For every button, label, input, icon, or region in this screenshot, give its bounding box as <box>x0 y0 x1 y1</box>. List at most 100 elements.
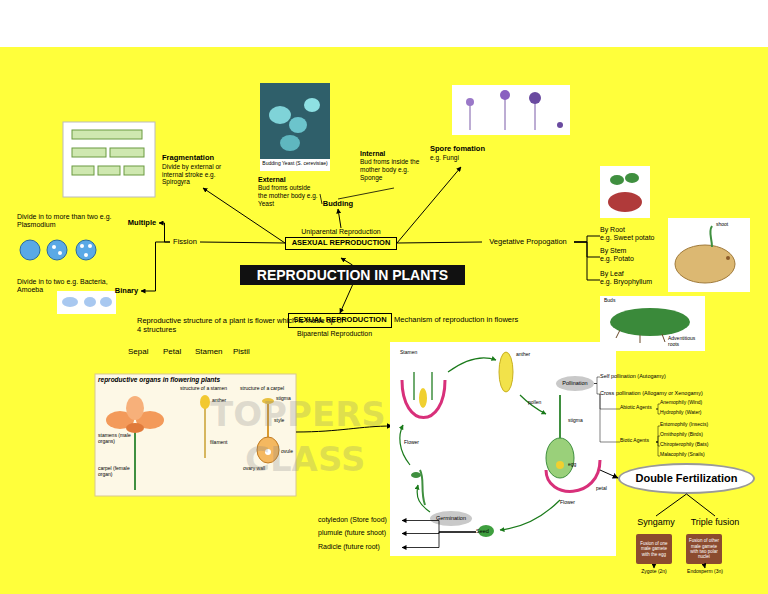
top-band <box>0 0 768 47</box>
node-heading: cotyledon (Store food) <box>318 516 402 524</box>
branch-note: By Roote.g. Sweet potato <box>600 226 675 246</box>
branch-note: FragmentationDivide by external or inter… <box>162 154 244 188</box>
nucleus <box>84 253 88 257</box>
node-heading: By Root <box>600 226 675 234</box>
branch-label: Zygote (2n) <box>630 568 678 576</box>
sporangium <box>500 90 510 100</box>
flower-cup <box>402 380 445 418</box>
egg-cell <box>556 461 564 469</box>
annotation: stigma <box>568 418 593 424</box>
annotation: Flower <box>404 440 434 446</box>
branch-label: Endosperm (3n) <box>680 568 730 576</box>
process-box: Uniparental ReproductionASEXUAL REPRODUC… <box>285 228 397 258</box>
binary-fission-cell <box>62 297 78 307</box>
annotation: shoot <box>716 222 741 228</box>
node-heading: Malacophily (Snails) <box>660 452 745 458</box>
annotation: Sepal <box>128 347 158 356</box>
pistil <box>419 388 427 408</box>
branch-note: InternalBud froms inside the mother body… <box>360 150 428 188</box>
multiple-fission-cell <box>20 240 40 260</box>
list-item: Anemophily (Wind) <box>660 400 740 408</box>
node-heading: Triple fusion <box>691 517 740 528</box>
sepal <box>126 423 144 433</box>
binary-fission-cell <box>84 297 96 307</box>
node-heading: Budding <box>323 200 353 209</box>
annotation: Petal <box>163 347 193 356</box>
annotation: Stamen <box>400 350 430 356</box>
list-item: Seed <box>476 528 498 536</box>
connector <box>200 242 285 243</box>
image-frame <box>63 122 155 197</box>
annotation: structure of a carpel <box>240 386 296 392</box>
connector <box>600 394 620 442</box>
branch-label: Triple fusion <box>682 516 748 528</box>
multiple-fission-cell <box>47 240 67 260</box>
connector <box>656 442 660 446</box>
stamen <box>413 372 415 400</box>
annotation: Divide in to two e.g. Bacteria, Amoeba <box>17 278 115 295</box>
node-heading: Fusion of one male gamete with the egg <box>637 541 671 557</box>
annotation: anther <box>516 352 546 358</box>
yeast-cell <box>280 135 300 151</box>
node-heading: Zygote (2n) <box>641 569 667 575</box>
node-heading: Fragmentation <box>162 154 244 163</box>
connector <box>704 564 705 568</box>
list-item: plumule (future shoot) <box>318 529 402 538</box>
node-heading: Self pollination (Autogamy) <box>600 373 690 380</box>
node-body: Bud froms inside the mother body e.g. Sp… <box>360 158 428 181</box>
node-body: e.g. Sweet potato <box>600 234 675 242</box>
annotation: Divide in to more than two e.g. Plasmodi… <box>17 213 123 230</box>
node-heading: Multiple <box>128 219 156 228</box>
connector <box>341 258 353 265</box>
image-frame <box>600 166 650 218</box>
spirogyra-filament <box>72 130 142 139</box>
list-item: Ornithophily (Birds) <box>660 432 745 440</box>
branch-label: Vegetative Propogation <box>482 237 574 247</box>
connector <box>656 442 660 456</box>
nucleus <box>88 244 92 248</box>
sporangiophore <box>505 98 506 130</box>
node-heading: External <box>258 176 320 184</box>
node-heading: Double Fertilization <box>635 472 737 485</box>
seedling-leaf <box>411 472 421 478</box>
bryophyllum-leaf <box>610 308 690 336</box>
connector <box>141 242 170 291</box>
node-heading: Ornithophily (Birds) <box>660 432 745 438</box>
node-heading: Endosperm (3n) <box>687 569 723 575</box>
node-body: e.g. Fungi <box>430 154 492 162</box>
yeast-cell <box>304 98 320 112</box>
node-heading: Spore fomation <box>430 145 492 154</box>
title-box: REPRODUCTION IN PLANTS <box>240 265 465 285</box>
spirogyra-filament <box>124 166 144 175</box>
node-heading: REPRODUCTION IN PLANTS <box>257 267 448 284</box>
ovary-closeup <box>546 438 574 478</box>
list-item: Hydrophily (Water) <box>660 410 740 418</box>
ellipse-node: Germination <box>430 511 472 526</box>
annotation: Mechanism of reproduction in flowers <box>394 316 564 325</box>
connector <box>397 242 482 243</box>
watermark: CLASS <box>245 440 385 478</box>
brown-box: Fusion of one male gamete with the egg <box>636 534 672 564</box>
list-item: Self pollination (Autogamy) <box>600 373 690 381</box>
connector <box>654 564 655 568</box>
list-item: Entomophily (Insects) <box>660 422 745 430</box>
annotation: Pistil <box>233 347 263 356</box>
nucleus <box>52 245 56 249</box>
connector <box>574 242 600 280</box>
connector <box>402 532 476 548</box>
connector <box>656 436 660 442</box>
node-heading: Internal <box>360 150 428 158</box>
binary-fission-cell <box>100 297 112 307</box>
annotation: Biparental Reproduction <box>297 330 397 338</box>
list-item: Malacophily (Snails) <box>660 452 745 460</box>
connector <box>338 209 341 228</box>
watermark: TOPPERS <box>210 395 390 433</box>
spirogyra-filament <box>98 166 120 175</box>
branch-note: Spore fomatione.g. Fungi <box>430 145 492 167</box>
annotation: structure of a stamen <box>180 386 240 392</box>
annotation: Buds <box>604 298 624 304</box>
node-body: e.g. Potato <box>600 255 670 263</box>
connector <box>687 494 716 516</box>
ellipse-node: Double Fertilization <box>618 463 755 494</box>
node-heading: Fission <box>173 238 197 247</box>
